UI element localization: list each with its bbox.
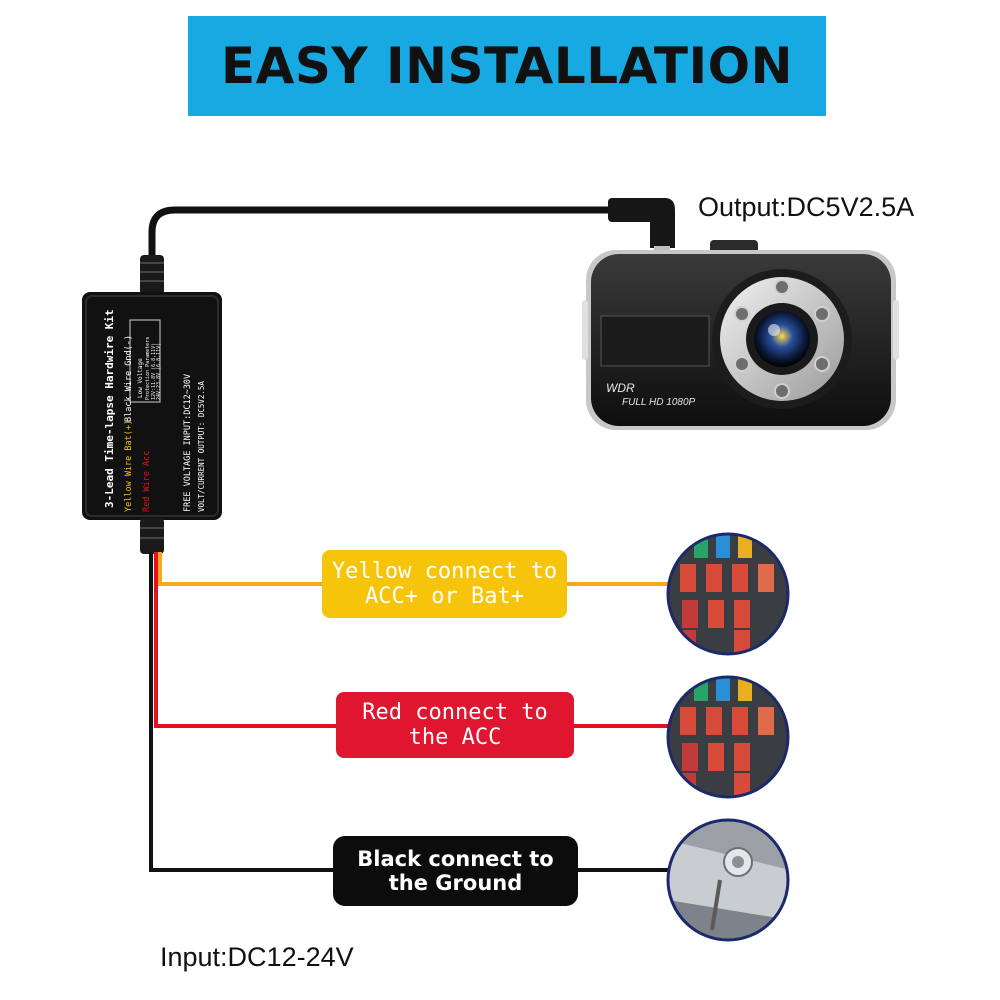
cable-ferrite-bottom [140,518,164,554]
hardwire-red-wire: Red Wire Acc [142,451,152,512]
black-callout-line1: Black connect to [357,846,554,871]
yellow-callout-line1: Yellow connect to [331,558,558,584]
fuse-box-image-acc [668,677,788,797]
title-banner: EASY INSTALLATION [188,16,826,116]
black-callout-line2: the Ground [388,871,523,895]
yellow-connection-callout: Yellow connect to ACC+ or Bat+ [322,550,567,618]
hardwire-input-text: FREE VOLTAGE INPUT:DC12~30V [183,374,193,512]
usb-plug [608,198,675,254]
fuse-box-image-acc-bat [668,534,788,654]
hardwire-kit-box [82,292,222,520]
hardwire-protection-title: Low Voltage [137,358,144,398]
hardwire-protection-sub: Protection Parameters [145,337,151,400]
hardwire-black-wire: Black Wire Gnd(-) [124,335,134,422]
red-connection-callout: Red connect to the ACC [336,692,574,758]
dashcam-full-hd-label: FULL HD 1080P [622,397,696,408]
black-connection-callout: Black connect to the Ground [333,836,578,906]
yellow-callout-line2: ACC+ or Bat+ [365,584,524,609]
ground-bolt-image [668,820,788,940]
hardwire-protection-line2: 24V:23.8V (6.8,11V) [156,343,162,400]
hardwire-protection-line1: 12V:11.8V (6.8,11V) [151,343,157,400]
red-callout-line2: the ACC [408,725,502,750]
cable-ferrite-top [140,255,164,295]
banner-title: EASY INSTALLATION [221,37,793,95]
hardwire-yellow-wire: Yellow Wire Bat(+) [124,420,134,512]
output-cable [148,206,612,265]
hardwire-output-text: VOLT/CURRENT OUTPUT: DC5V2.5A [197,381,206,512]
input-voltage-label: Input:DC12-24V [160,942,354,972]
output-voltage-label: Output:DC5V2.5A [698,192,915,222]
dashcam-wdr-label: WDR [606,381,635,395]
dashcam [582,240,899,430]
hardwire-kit-title: 3-Lead Time-lapse Hardwire Kit [103,309,116,508]
red-callout-line1: Red connect to [362,699,548,725]
